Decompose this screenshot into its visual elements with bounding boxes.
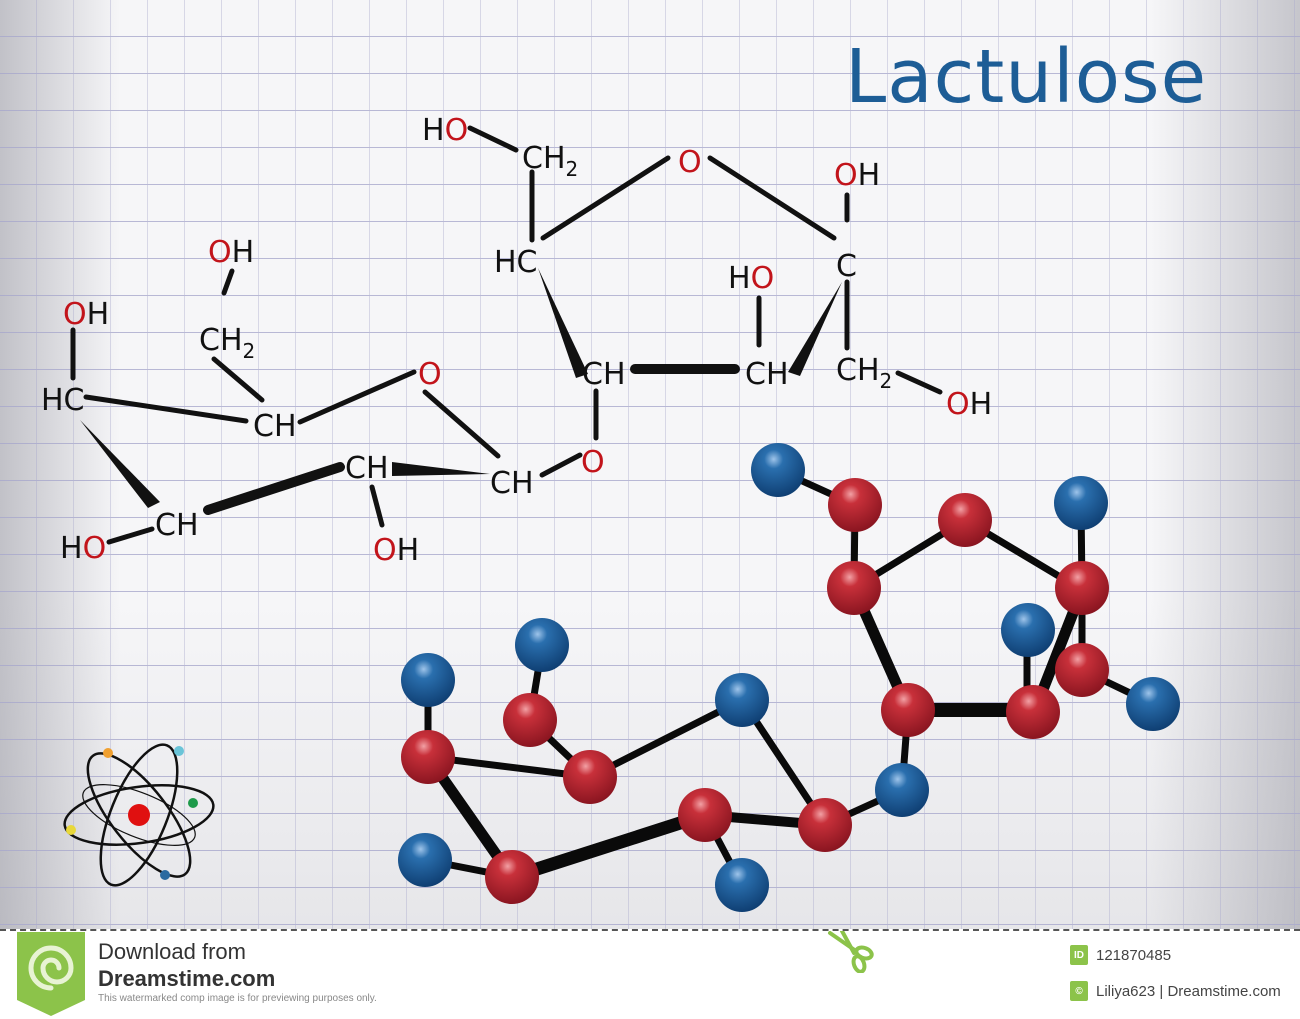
dreamstime-logo-icon <box>17 932 85 1016</box>
structural-formula-labels: HO CH2 O OH HC C HO CH CH CH2 OH O OH CH… <box>41 113 992 568</box>
svg-text:C: C <box>836 249 857 284</box>
wedge-bonds <box>80 268 842 508</box>
carbon-atom <box>503 693 557 747</box>
carbon-atom <box>678 788 732 842</box>
carbon-atom <box>563 750 617 804</box>
copyright-icon: © <box>1070 981 1088 1001</box>
illustration-area: Lactulose <box>0 0 1300 929</box>
svg-text:HC: HC <box>494 245 538 280</box>
svg-text:OH: OH <box>373 533 419 568</box>
cut-line <box>0 929 1300 931</box>
oxygen-atom <box>1054 476 1108 530</box>
svg-text:O: O <box>678 145 702 180</box>
atom-icon <box>63 743 215 887</box>
watermark-footer: Download from Dreamstime.com This waterm… <box>0 931 1300 1019</box>
image-id-row: ID 121870485 <box>1070 945 1171 965</box>
carbon-atom <box>827 561 881 615</box>
structural-formula-bonds <box>70 125 943 545</box>
svg-text:OH: OH <box>63 297 109 332</box>
svg-text:CH2: CH2 <box>199 323 255 363</box>
svg-text:CH2: CH2 <box>836 353 892 393</box>
download-from-text: Download from <box>98 939 246 964</box>
oxygen-atom <box>401 653 455 707</box>
svg-text:OH: OH <box>946 387 992 422</box>
credit-row: © Liliya623 | Dreamstime.com <box>1070 981 1281 1001</box>
dreamstime-link[interactable]: Dreamstime.com <box>98 966 276 991</box>
carbon-atom <box>881 683 935 737</box>
svg-text:O: O <box>418 357 442 392</box>
carbon-atom <box>1006 685 1060 739</box>
svg-text:OH: OH <box>834 158 880 193</box>
svg-text:O: O <box>581 445 605 480</box>
carbon-atom <box>401 730 455 784</box>
author-credit[interactable]: Liliya623 | Dreamstime.com <box>1096 982 1281 1000</box>
oxygen-atom <box>1001 603 1055 657</box>
svg-text:OH: OH <box>208 235 254 270</box>
svg-text:CH: CH <box>253 409 297 444</box>
molecule-diagram: HO CH2 O OH HC C HO CH CH CH2 OH O OH CH… <box>41 113 1180 912</box>
carbon-atom <box>938 493 992 547</box>
id-badge-icon: ID <box>1070 945 1088 965</box>
ball-and-stick-atoms <box>398 443 1180 912</box>
oxygen-atom <box>875 763 929 817</box>
oxygen-atom <box>715 673 769 727</box>
oxygen-atom <box>751 443 805 497</box>
carbon-atom <box>828 478 882 532</box>
carbon-atom <box>1055 561 1109 615</box>
disclaimer-text: This watermarked comp image is for previ… <box>98 993 377 1004</box>
svg-text:CH: CH <box>155 508 199 543</box>
svg-text:CH: CH <box>345 451 389 486</box>
svg-text:HC: HC <box>41 383 85 418</box>
svg-text:HO: HO <box>60 531 106 566</box>
svg-text:CH: CH <box>582 357 626 392</box>
svg-text:CH: CH <box>745 357 789 392</box>
oxygen-atom <box>715 858 769 912</box>
oxygen-atom <box>515 618 569 672</box>
carbon-atom <box>1055 643 1109 697</box>
scissors-icon <box>828 931 874 973</box>
carbon-atom <box>798 798 852 852</box>
molecule-title: Lactulose <box>845 34 1208 120</box>
oxygen-atom <box>398 833 452 887</box>
svg-text:CH2: CH2 <box>522 141 578 181</box>
ball-and-stick-bonds <box>421 466 1157 889</box>
oxygen-atom <box>1126 677 1180 731</box>
carbon-atom <box>485 850 539 904</box>
image-id: 121870485 <box>1096 946 1172 964</box>
svg-text:HO: HO <box>422 113 468 148</box>
graph-paper-grid <box>0 0 1300 929</box>
svg-text:HO: HO <box>728 261 774 296</box>
svg-text:CH: CH <box>490 466 534 501</box>
